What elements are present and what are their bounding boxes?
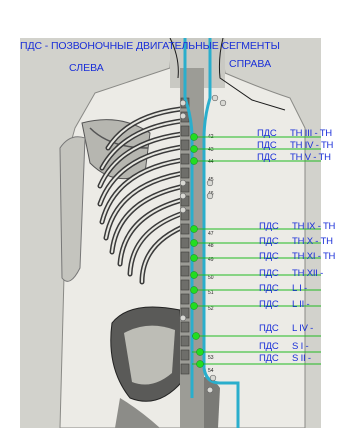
acupoint-marker[interactable] xyxy=(193,333,200,340)
acupoint-marker[interactable] xyxy=(191,303,198,310)
right-side-label: СПРАВА xyxy=(229,58,271,70)
spine-number: 48 xyxy=(208,243,214,249)
back-anatomy-figure: 42 43 44 45 46 47 48 49 50 51 52 53 54 xyxy=(20,38,321,428)
spine-number: 44 xyxy=(208,159,214,165)
spine-number: 54 xyxy=(208,368,214,374)
acupoint-marker[interactable] xyxy=(191,146,198,153)
acupoint-marker[interactable] xyxy=(197,349,204,356)
acupoint-marker[interactable] xyxy=(191,240,198,247)
spine-number: 50 xyxy=(208,275,214,281)
acupoint-marker[interactable] xyxy=(191,287,198,294)
acupoint-marker[interactable] xyxy=(191,272,198,279)
acupoint-marker[interactable] xyxy=(191,226,198,233)
anatomy-canvas: 42 43 44 45 46 47 48 49 50 51 52 53 54 xyxy=(20,38,321,428)
left-side-label: СЛЕВА xyxy=(69,62,104,74)
acupoint-marker[interactable] xyxy=(191,134,198,141)
page-title: ПДС - ПОЗВОНОЧНЫЕ ДВИГАТЕЛЬНЫЕ СЕГМЕНТЫ xyxy=(20,40,280,52)
spine-number: 47 xyxy=(208,231,214,237)
spine-number: 43 xyxy=(208,147,214,153)
acupoint-marker[interactable] xyxy=(191,255,198,262)
acupoint-marker[interactable] xyxy=(197,361,204,368)
spine-number: 52 xyxy=(208,306,214,312)
acupoint-marker[interactable] xyxy=(191,158,198,165)
spine-number: 53 xyxy=(208,355,214,361)
spine-number: 51 xyxy=(208,290,214,296)
